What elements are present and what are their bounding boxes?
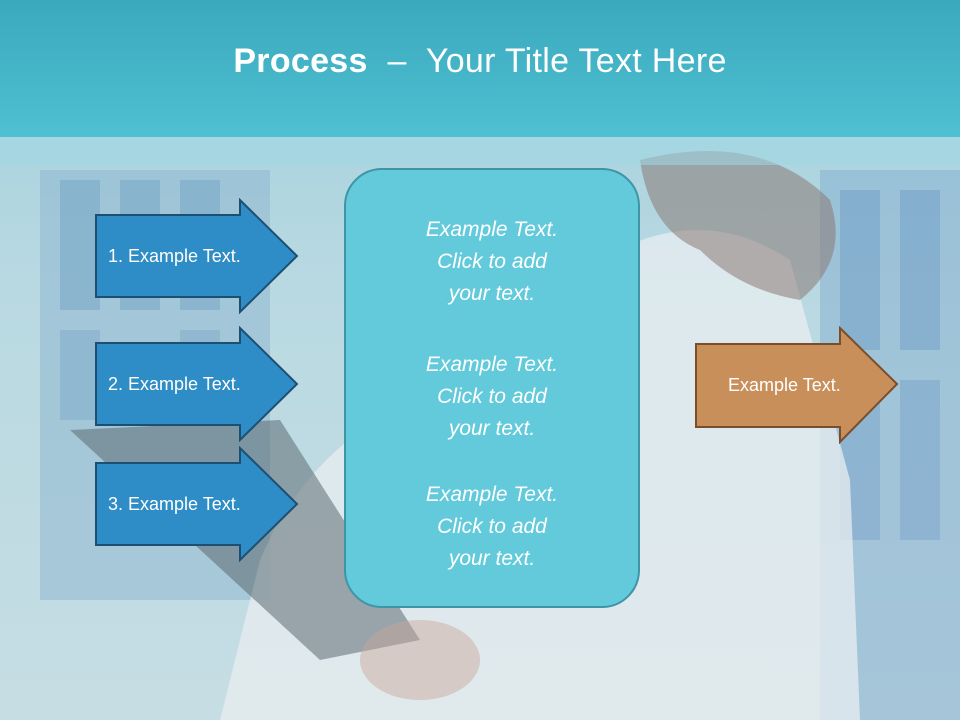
center-block-2-line2: Click to add xyxy=(437,385,547,408)
center-block-1-line3: your text. xyxy=(448,282,536,305)
center-block-3: Example Text. Click to add your text. xyxy=(346,479,638,575)
left-arrow-3[interactable]: 3. Example Text. xyxy=(94,446,300,562)
arrow-shape xyxy=(95,326,299,442)
title-rest: Your Title Text Here xyxy=(425,42,727,80)
left-arrow-2[interactable]: 2. Example Text. xyxy=(94,326,300,442)
title-bar: Process – Your Title Text Here xyxy=(0,0,960,137)
center-block-2-line3: your text. xyxy=(448,417,536,440)
right-arrow-label: Example Text. xyxy=(728,375,841,395)
arrow-shape xyxy=(95,198,299,314)
left-arrow-3-label: 3. Example Text. xyxy=(108,493,241,514)
left-arrow-2-label: 2. Example Text. xyxy=(108,373,241,394)
left-arrow-1[interactable]: 1. Example Text. xyxy=(94,198,300,314)
center-block-2-line1: Example Text. xyxy=(425,353,559,376)
center-block-3-line2: Click to add xyxy=(437,515,547,538)
center-block-2: Example Text. Click to add your text. xyxy=(346,349,638,445)
left-arrow-1-label: 1. Example Text. xyxy=(108,245,241,266)
right-arrow[interactable]: Example Text. xyxy=(694,326,900,444)
center-block-1-line2: Click to add xyxy=(437,250,547,273)
center-block-3-line3: your text. xyxy=(448,547,536,570)
center-block-1: Example Text. Click to add your text. xyxy=(346,214,638,310)
center-block-1-line1: Example Text. xyxy=(425,218,559,241)
title-bold: Process xyxy=(233,42,368,80)
center-text-box[interactable]: Example Text. Click to add your text. Ex… xyxy=(344,168,640,608)
slide-title[interactable]: Process – Your Title Text Here xyxy=(233,42,726,81)
title-band xyxy=(0,137,960,165)
title-separator: – xyxy=(387,42,407,80)
center-block-3-line1: Example Text. xyxy=(425,483,559,506)
arrow-shape xyxy=(95,446,299,562)
arrow-shape xyxy=(695,326,899,444)
